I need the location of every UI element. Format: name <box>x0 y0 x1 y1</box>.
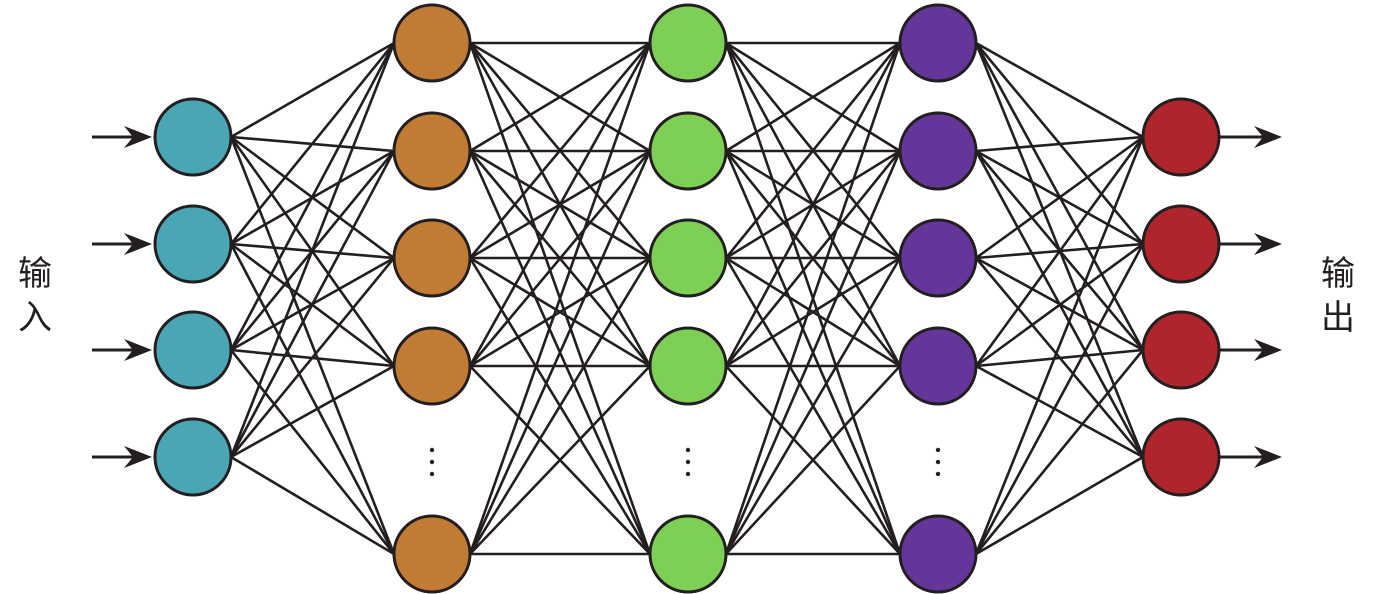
hidden-layer-3-neuron <box>898 326 978 406</box>
connection-line <box>975 364 1144 459</box>
connection-line <box>724 42 902 555</box>
connection-line <box>469 365 651 555</box>
connection-line <box>469 150 651 367</box>
connection-line <box>975 135 1144 153</box>
connection-line <box>975 41 1144 139</box>
connection-line <box>229 136 396 555</box>
hidden-layer-1-neuron <box>392 514 472 594</box>
input-arrow <box>92 446 152 468</box>
ellipsis-dots <box>429 447 435 477</box>
hidden-layer-3-neuron <box>898 218 978 298</box>
connection-line <box>229 42 396 458</box>
input-layer-neuron <box>153 204 233 284</box>
connection-line <box>229 257 396 458</box>
input-layer-neuron <box>153 97 233 177</box>
input-arrow <box>92 233 152 255</box>
connection-line <box>975 135 1144 260</box>
connection-line <box>229 42 396 351</box>
connection-line <box>724 150 902 555</box>
hidden-layer-2-neuron <box>648 3 728 83</box>
input-label: 输入 <box>18 254 52 338</box>
connection-line <box>724 150 902 367</box>
connection-line <box>469 42 651 259</box>
hidden-layer-2-neuron <box>648 218 728 298</box>
input-layer-neuron <box>153 310 233 390</box>
connection-line <box>229 42 396 245</box>
connection-line <box>468 42 652 367</box>
connection-line <box>725 256 901 368</box>
connection-line <box>469 256 651 368</box>
output-layer-neuron <box>1141 204 1221 284</box>
input-layer-neuron <box>153 417 233 497</box>
connection-line <box>975 348 1144 368</box>
connection-line <box>724 257 902 555</box>
connection-line <box>974 349 1145 555</box>
connection-line <box>725 365 901 555</box>
connection-line <box>469 41 651 153</box>
hidden-layer-3-neuron <box>898 514 978 594</box>
output-arrow <box>1220 233 1282 255</box>
connection-line <box>974 243 1145 555</box>
hidden-layer-1-neuron <box>392 326 472 406</box>
connection-line <box>230 455 395 556</box>
connection-line <box>725 41 901 153</box>
connection-line <box>975 455 1144 556</box>
hidden-layer-2-neuron <box>648 514 728 594</box>
hidden-layer-3-neuron <box>898 111 978 191</box>
hidden-layer-1-neuron <box>392 111 472 191</box>
output-arrow <box>1220 339 1282 361</box>
connection-line <box>724 42 902 367</box>
output-arrow <box>1220 126 1282 148</box>
neurons <box>153 3 1221 594</box>
ellipsis-dots <box>685 447 691 477</box>
input-arrow <box>92 339 152 361</box>
hidden-layer-2-neuron <box>648 326 728 406</box>
input-arrow <box>92 126 152 148</box>
connection-line <box>230 41 395 139</box>
connection-line <box>975 242 1144 368</box>
connection-line <box>229 150 396 458</box>
connection-line <box>229 243 396 555</box>
connection-line <box>230 364 395 459</box>
connection-line <box>468 150 652 555</box>
hidden-layer-2-neuron <box>648 111 728 191</box>
connection-line <box>229 349 396 555</box>
connection-line <box>724 42 902 259</box>
io-arrows <box>92 126 1282 468</box>
connection-line <box>974 136 1145 367</box>
connection-line <box>468 42 652 555</box>
output-label: 输出 <box>1321 254 1355 338</box>
output-layer-neuron <box>1141 97 1221 177</box>
ellipsis-dots <box>935 447 941 477</box>
connection-line <box>468 257 652 555</box>
connections <box>229 41 1145 556</box>
output-layer-neuron <box>1141 417 1221 497</box>
hidden-layer-1-neuron <box>392 3 472 83</box>
output-layer-neuron <box>1141 310 1221 390</box>
output-arrow <box>1220 446 1282 468</box>
hidden-layer-3-neuron <box>898 3 978 83</box>
hidden-layer-1-neuron <box>392 218 472 298</box>
connection-line <box>974 136 1145 555</box>
